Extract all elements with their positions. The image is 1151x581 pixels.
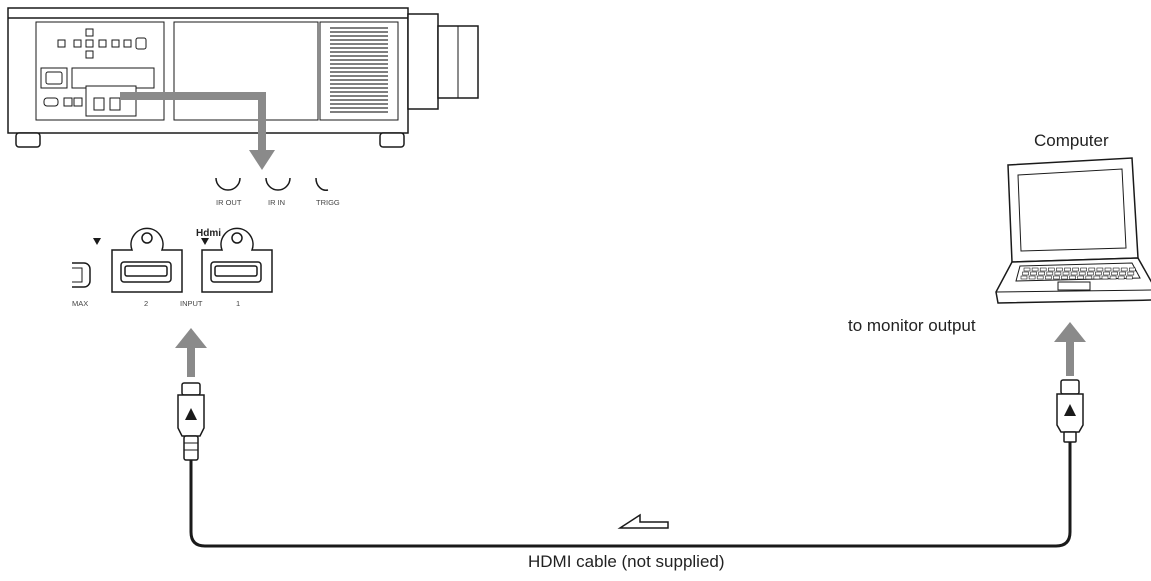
port-2-label: 2	[144, 299, 148, 308]
keyboard-key	[1119, 271, 1126, 276]
keyboard-key	[1080, 267, 1087, 272]
triangle-up-icon	[1064, 404, 1076, 416]
keyboard-key	[1085, 275, 1093, 280]
hdmi-logo: Hdmi	[196, 228, 221, 239]
keyboard-key	[1046, 271, 1054, 276]
hollow-arrow-left-icon	[617, 513, 669, 529]
keyboard-key	[1070, 271, 1078, 276]
hdmi-plug-left	[177, 382, 205, 461]
cable-label: HDMI cable (not supplied)	[528, 552, 725, 571]
keyboard-key	[1096, 267, 1104, 272]
keyboard-key	[1120, 267, 1128, 272]
hdmi-cable	[189, 440, 1072, 548]
keyboard-key	[1103, 271, 1110, 276]
keyboard-key	[1056, 267, 1063, 272]
keyboard-key	[1077, 275, 1084, 280]
port-1-label: 1	[236, 299, 240, 308]
keyboard-key	[1038, 271, 1045, 276]
keyboard-key	[1036, 275, 1044, 280]
keyboard-key	[1101, 275, 1109, 280]
laptop-computer	[995, 157, 1151, 304]
keyboard-key	[1039, 267, 1047, 272]
keyboard-key	[1078, 271, 1086, 276]
keyboard-key	[1072, 267, 1079, 272]
zoom-arrow	[120, 92, 275, 170]
ir-in-jack	[265, 177, 291, 191]
keyboard-key	[1117, 275, 1125, 280]
keyboard-key	[1111, 271, 1118, 276]
zoomed-panel	[72, 177, 329, 293]
keyboard-key	[1093, 275, 1101, 280]
ir-in-label: IR IN	[268, 198, 285, 207]
ir-out-jack	[215, 177, 241, 191]
control-buttons	[57, 28, 147, 59]
triangle-up-icon	[185, 408, 197, 420]
keyboard-key	[1064, 267, 1071, 272]
hdmi-plug-right	[1056, 379, 1084, 443]
trigger-label: TRIGG	[316, 198, 340, 207]
keyboard-key	[1061, 275, 1068, 280]
hdmi-port-1	[201, 227, 273, 293]
keyboard-key	[1062, 271, 1070, 276]
keyboard-key	[1129, 267, 1136, 272]
keyboard-key	[1022, 271, 1029, 276]
keyboard-key	[1031, 267, 1039, 272]
keyboard-key	[1028, 275, 1036, 280]
foot-left	[15, 132, 41, 148]
arrow-to-computer	[1054, 322, 1086, 376]
monitor-output-label: to monitor output	[848, 316, 976, 335]
max-label: MAX	[72, 299, 88, 308]
arrow-to-projector	[175, 328, 207, 377]
ir-out-label: IR OUT	[216, 198, 242, 207]
keyboard-key	[1104, 267, 1112, 272]
keyboard-key	[1126, 275, 1133, 280]
keyboard-key	[1069, 275, 1076, 280]
projector	[7, 7, 479, 148]
hdmi-port-2	[111, 227, 183, 293]
keyboard-key	[1045, 275, 1052, 280]
keyboard-key	[1088, 267, 1096, 272]
keyboard-key	[1030, 271, 1037, 276]
foot-right	[379, 132, 405, 148]
keyboard-key	[1087, 271, 1094, 276]
vent-grille	[330, 27, 388, 113]
input-label: INPUT	[180, 299, 203, 308]
trigger-jack	[315, 177, 329, 191]
keyboard-key	[1020, 275, 1028, 280]
keyboard-key	[1112, 267, 1120, 272]
keyboard-key	[1054, 271, 1062, 276]
keyboard-key	[1048, 267, 1055, 272]
keyboard-key	[1023, 267, 1031, 272]
keyboard-key	[1109, 275, 1117, 280]
keyboard-key	[1095, 271, 1102, 276]
computer-label: Computer	[1034, 131, 1109, 150]
keyboard-key	[1053, 275, 1060, 280]
keyboard-key	[1127, 271, 1135, 276]
